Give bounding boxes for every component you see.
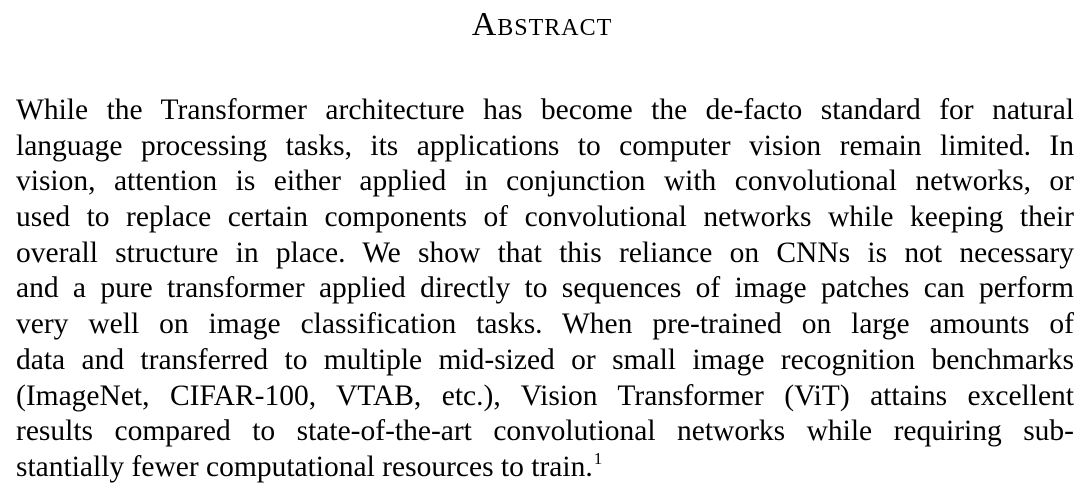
abstract-line: used to replace certain components of co… xyxy=(16,201,1074,234)
abstract-line: (ImageNet, CIFAR-100, VTAB, etc.), Visio… xyxy=(16,379,1074,412)
abstract-paragraph: While the Transformer architecture has b… xyxy=(16,93,1074,486)
abstract-line: While the Transformer architecture has b… xyxy=(16,94,1074,126)
abstract-line: very well on image classification tasks.… xyxy=(16,308,1074,341)
abstract-line: data and transferred to multiple mid-siz… xyxy=(16,343,1074,376)
abstract-line: language processing tasks, its applicati… xyxy=(16,129,1074,162)
footnote-marker[interactable]: 1 xyxy=(593,448,603,468)
abstract-last-line: stantially fewer computational resources… xyxy=(16,450,1074,486)
abstract-line: overall structure in place. We show that… xyxy=(16,236,1074,269)
abstract-line-text: stantially fewer computational resources… xyxy=(16,450,593,483)
abstract-line: and a pure transformer applied directly … xyxy=(16,272,1074,305)
abstract-line: vision, attention is either applied in c… xyxy=(16,165,1074,198)
abstract-line: results compared to state-of-the-art con… xyxy=(16,415,1074,448)
abstract-heading: Abstract xyxy=(471,6,613,43)
